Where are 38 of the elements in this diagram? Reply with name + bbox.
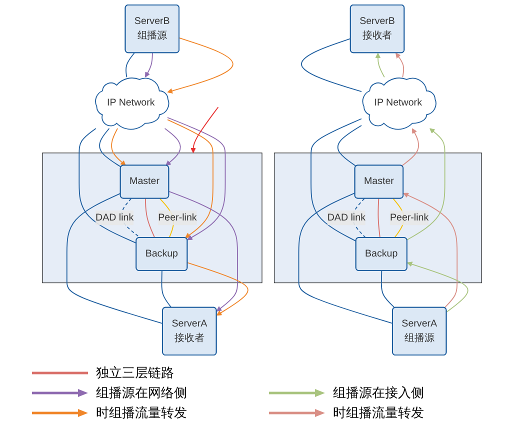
connector [378, 198, 380, 238]
edge-label: Peer-link [390, 212, 429, 223]
arrow [406, 128, 446, 240]
arrow [190, 106, 219, 154]
edge-label: DAD link [95, 212, 134, 223]
arrow [164, 128, 181, 166]
connector [298, 192, 394, 324]
connector [144, 198, 156, 238]
connector [66, 192, 164, 324]
arrow [401, 128, 420, 166]
arrow [167, 37, 234, 94]
connector [161, 270, 172, 308]
connector [380, 270, 396, 308]
connector [78, 128, 137, 244]
connector [126, 52, 135, 78]
connector [337, 125, 362, 167]
legend-text: 独立三层链路 [96, 364, 174, 382]
edge-label: DAD link [327, 212, 366, 223]
arrow [145, 52, 153, 78]
arrow [396, 52, 404, 78]
legend-text: 时组播流量转发 [96, 404, 187, 422]
arrow [403, 192, 458, 308]
cluster [274, 152, 482, 284]
arrow [187, 262, 248, 316]
arrow [167, 119, 214, 238]
arrow [406, 262, 468, 313]
legend-text: 组播源在接入侧 [333, 384, 424, 402]
connector [301, 38, 362, 92]
cluster [42, 152, 262, 284]
arrow [167, 117, 226, 240]
edge-label: Peer-link [158, 212, 197, 223]
arrow [111, 128, 126, 166]
arrow [168, 190, 238, 312]
legend-text: 时组播流量转发 [333, 404, 424, 422]
legend-text: 组播源在网络侧 [96, 384, 187, 402]
connector [310, 118, 362, 242]
connector [99, 128, 122, 168]
arrow [375, 52, 385, 78]
